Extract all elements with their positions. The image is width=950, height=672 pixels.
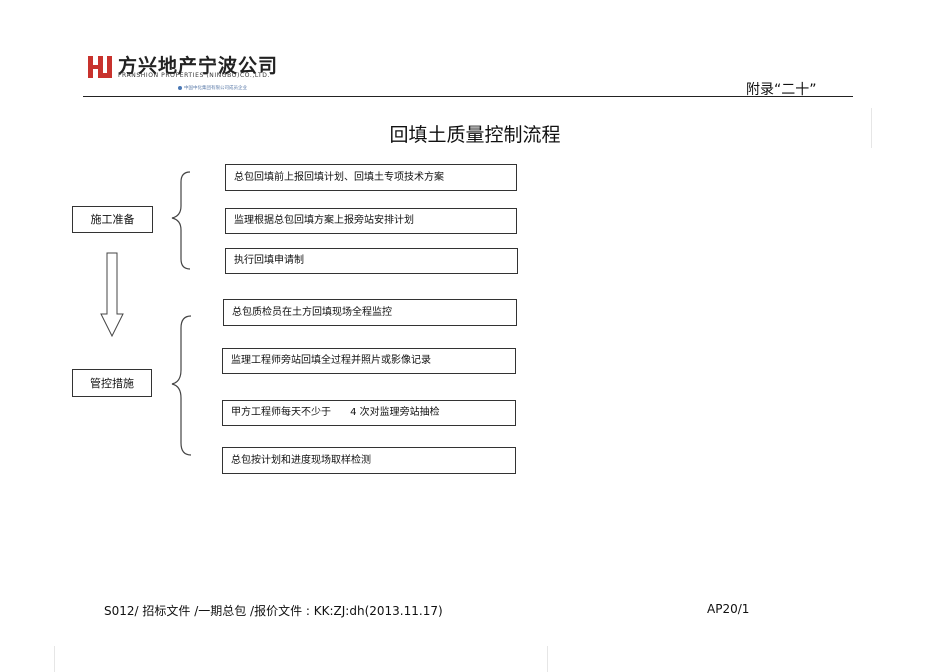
step-box: 执行回填申请制 — [225, 248, 518, 274]
footer-page-number: AP20/1 — [707, 602, 750, 616]
scan-edge — [54, 646, 55, 672]
down-arrow-icon — [100, 252, 124, 338]
brace-preparation — [171, 171, 191, 270]
appendix-label: 附录“二十” — [746, 82, 817, 98]
company-name-cn: 方兴地产宁波公司 — [118, 55, 279, 77]
company-logo-icon — [88, 56, 112, 78]
scan-edge — [871, 108, 872, 148]
stage-control: 管控措施 — [72, 369, 152, 397]
header-rule — [83, 96, 853, 97]
step-box: 总包质检员在土方回填现场全程监控 — [223, 299, 517, 326]
step-box: 总包回填前上报回填计划、回填土专项技术方案 — [225, 164, 517, 191]
group-emblem-icon — [178, 86, 182, 90]
step-box: 总包按计划和进度现场取样检测 — [222, 447, 516, 474]
step-box: 监理根据总包回填方案上报旁站安排计划 — [225, 208, 517, 234]
step-box: 甲方工程师每天不少于 4 次对监理旁站抽检 — [222, 400, 516, 426]
footer-document-ref: S012/ 招标文件 /一期总包 /报价文件 : KK:ZJ:dh(2013.1… — [104, 604, 443, 618]
company-subtitle: 中国中化集团有限公司成员企业 — [184, 86, 247, 91]
stage-preparation: 施工准备 — [72, 206, 153, 233]
page-title: 回填土质量控制流程 — [389, 124, 561, 146]
brace-control — [171, 315, 192, 456]
scan-edge — [547, 646, 548, 672]
company-name-en: FRANSHION PROPERTIES (NINGBO)CO.,LTD. — [118, 72, 270, 79]
step-box: 监理工程师旁站回填全过程并照片或影像记录 — [222, 348, 516, 374]
